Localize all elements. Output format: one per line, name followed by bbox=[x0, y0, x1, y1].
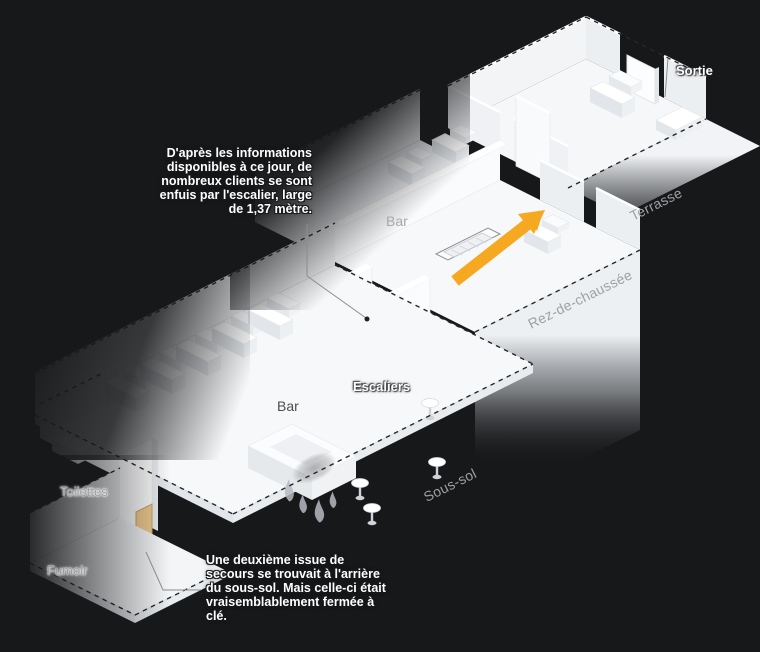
cocktail-table bbox=[428, 457, 446, 480]
annotation-escalier: D'après les informations disponibles à c… bbox=[159, 146, 312, 216]
cocktail-table bbox=[363, 503, 381, 526]
annotation-issue-secours: Une deuxième issue de secours se trouvai… bbox=[206, 553, 386, 623]
fade-overlays bbox=[22, 55, 470, 650]
cocktail-table bbox=[351, 478, 369, 501]
leader-lines bbox=[145, 57, 669, 591]
floor-smudge bbox=[291, 452, 337, 484]
